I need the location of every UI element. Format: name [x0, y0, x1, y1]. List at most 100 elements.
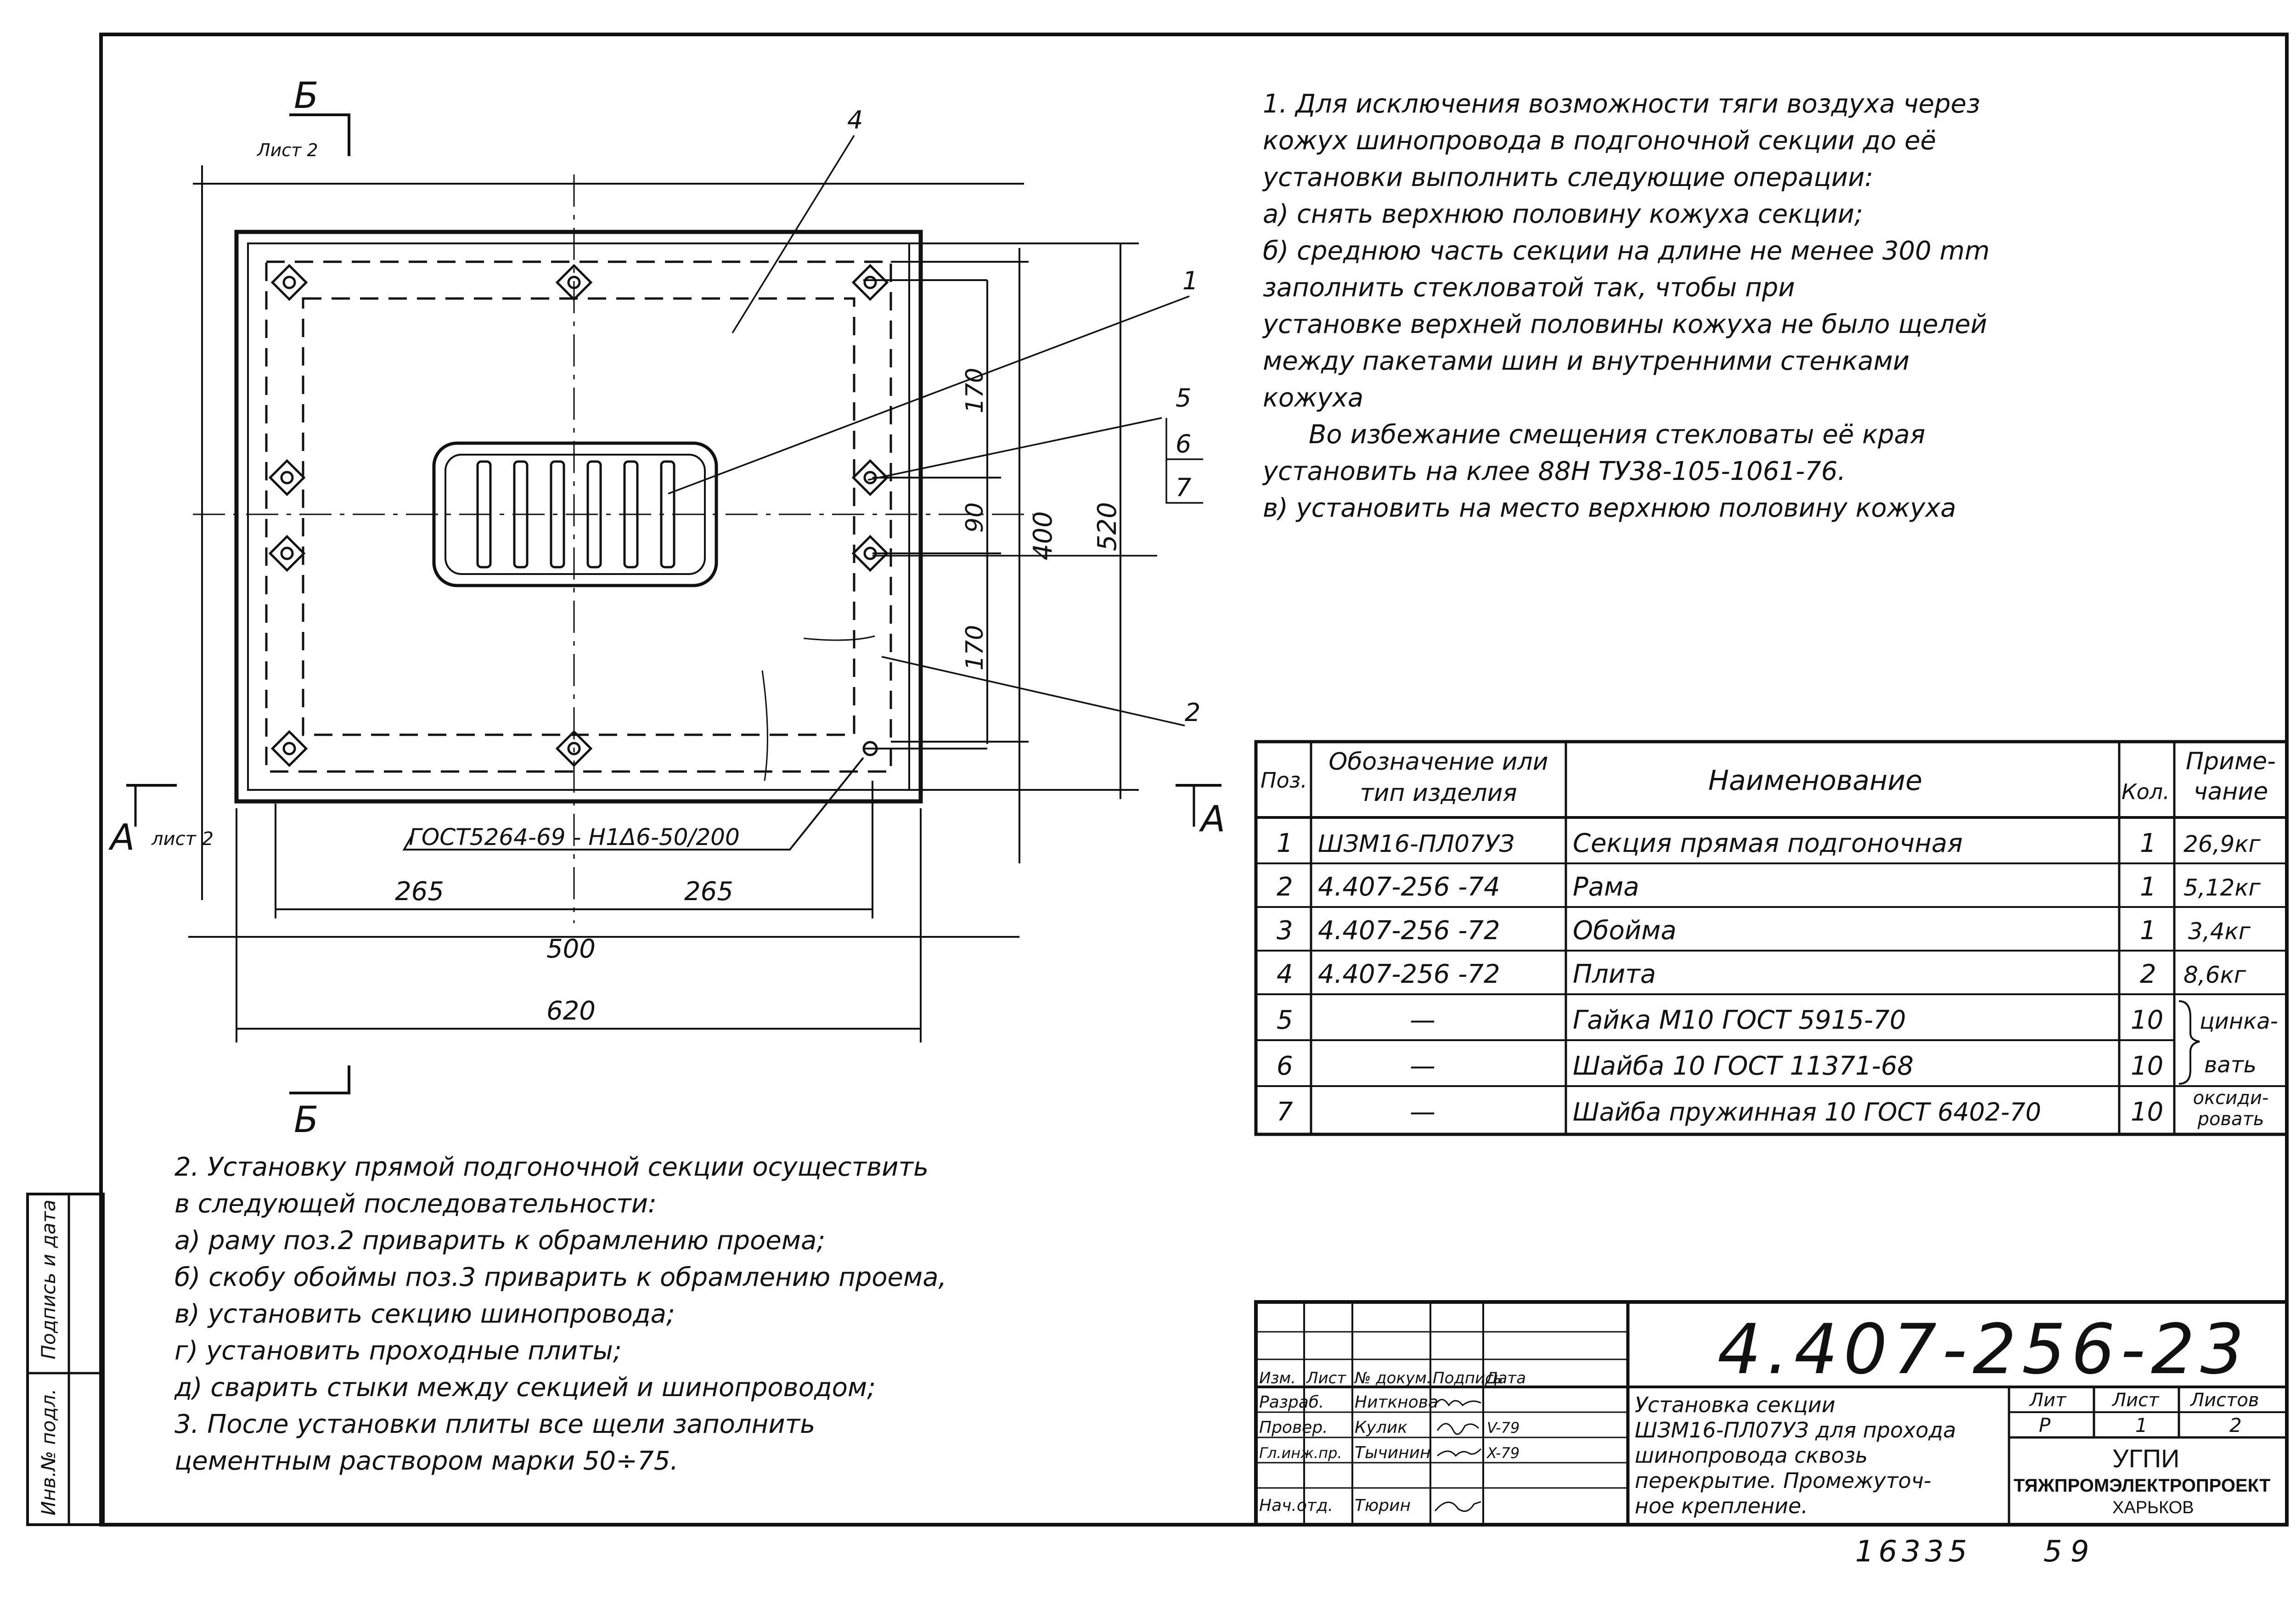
table-header-note: Приме- чание [2186, 748, 2276, 806]
note-top-line: в) установить на место верхнюю половину … [1263, 493, 1956, 523]
side-inv-number: Инв.№ подл. [37, 1389, 60, 1515]
tb-org-line: УГПИ [2112, 1444, 2179, 1473]
table-cell-name: Плита [1573, 959, 1656, 989]
table-cell-name: Рама [1573, 872, 1639, 902]
note-bottom-line: а) раму поз.2 приварить к обрамлению про… [174, 1226, 825, 1256]
table-cell-pos: 7 [1277, 1097, 1293, 1127]
tb-header-label: № докум. [1354, 1369, 1432, 1387]
table-cell-qty: 2 [2140, 959, 2156, 989]
tb-sheets-value: 2 [2229, 1414, 2242, 1437]
table-cell-name: Гайка М10 ГОСТ 5915-70 [1573, 1005, 1906, 1035]
note-top-line: установке верхней половины кожуха не был… [1262, 310, 1987, 339]
dim-620: 620 [546, 996, 596, 1026]
tb-header-label: Дата [1485, 1369, 1526, 1387]
note-bottom-line: д) сварить стыки между секцией и шинопро… [174, 1373, 876, 1403]
tb-person: Тычинин [1355, 1443, 1431, 1462]
note-top-line: между пакетами шин и внутренними стенкам… [1263, 346, 1909, 376]
table-cell-qty: 10 [2131, 1097, 2163, 1127]
section-mark-bottom: Б [289, 1065, 350, 1141]
leader-lines [668, 135, 1203, 727]
table-header-pos: Поз. [1261, 768, 1307, 793]
tb-date: X-79 [1486, 1444, 1519, 1462]
busway-casing-inner [445, 454, 706, 575]
table-cell-designation: 4.407-256 -72 [1318, 959, 1500, 989]
leader-label-2: 2 [1185, 698, 1200, 727]
table-cell-designation: — [1410, 1051, 1435, 1081]
note-bottom-line: в) установить секцию шинопровода; [174, 1299, 675, 1329]
table-cell-pos: 5 [1277, 1005, 1293, 1035]
plate-inner-line [247, 242, 910, 791]
horizontal-dimensions [188, 183, 1024, 1042]
tb-person: Тюрин [1355, 1496, 1411, 1515]
tb-description-line: ное крепление. [1635, 1493, 1808, 1518]
leader-label-6: 6 [1176, 429, 1191, 458]
leader-label-1: 1 [1182, 266, 1198, 295]
tb-description-line: перекрытие. Промежуточ- [1635, 1468, 1931, 1493]
tb-lit-label: Лит [2029, 1390, 2067, 1411]
table-cell-note: вать [2204, 1052, 2257, 1078]
tb-sheet-value: 1 [2135, 1414, 2148, 1437]
svg-text:Лист 2: Лист 2 [256, 140, 318, 160]
note-bottom-line: 2. Установку прямой подгоночной секции о… [174, 1152, 929, 1182]
bolt-fasteners [268, 264, 889, 767]
busway-casing [432, 441, 718, 587]
plate-outline [234, 230, 923, 804]
table-cell-pos: 6 [1277, 1051, 1293, 1081]
note-bottom-line: г) установить проходные плиты; [174, 1336, 622, 1366]
note-top-line: кожух шинопровода в подгоночной секции д… [1263, 126, 1936, 156]
table-cell-pos: 1 [1277, 828, 1293, 858]
note-top-line: установки выполнить следующие операции: [1262, 163, 1873, 192]
table-cell-note: оксиди- ровать [2193, 1087, 2269, 1130]
weld-callout-text: ГОСТ5264-69 - Н1Δ6-50/200 [409, 824, 740, 851]
table-cell-pos: 4 [1277, 959, 1293, 989]
dim-265-right: 265 [684, 877, 733, 907]
title-block: 4.407-256-23 Изм. Лист № докум. Подпись … [1254, 1300, 2289, 1527]
notes-top: 1. Для исключения возможности тяги возду… [1262, 89, 1990, 523]
weld-callout-line [402, 757, 864, 851]
stamp-number-left: 16335 [1855, 1535, 1972, 1569]
dim-500: 500 [546, 934, 596, 964]
table-cell-designation: — [1410, 1097, 1435, 1127]
tb-description-line: Установка секции [1635, 1392, 1835, 1417]
table-cell-note: 3,4кг [2188, 918, 2251, 945]
table-header-qty: Кол. [2122, 779, 2170, 804]
tb-description-line: ШЗМ16-ПЛ07УЗ для прохода [1635, 1418, 1956, 1442]
note-bottom-line: цементным раствором марки 50÷75. [174, 1446, 678, 1476]
dim-90: 90 [961, 502, 989, 533]
tb-role: Разраб. [1259, 1393, 1324, 1412]
spec-table: Поз. Обозначение или тип изделия Наимено… [1254, 740, 2289, 1136]
table-cell-qty: 1 [2140, 916, 2156, 946]
table-cell-designation: — [1410, 1005, 1435, 1035]
tb-person: Кулик [1355, 1418, 1407, 1437]
table-cell-note: 26,9кг [2183, 831, 2261, 857]
dim-265-left: 265 [395, 877, 444, 907]
table-cell-designation: 4.407-256 -72 [1318, 916, 1500, 946]
tb-role: Провер. [1259, 1418, 1328, 1437]
note-bottom-line: в следующей последовательности: [174, 1189, 657, 1219]
note-top-line: б) среднюю часть секции на длине не мене… [1263, 236, 1990, 266]
notes-bottom: 2. Установку прямой подгоночной секции о… [174, 1152, 946, 1476]
crack-line [803, 635, 875, 641]
table-cell-qty: 1 [2140, 828, 2156, 858]
table-cell-name: Шайба пружинная 10 ГОСТ 6402-70 [1573, 1098, 2041, 1127]
tb-sheets-label: Листов [2189, 1390, 2259, 1411]
table-cell-name: Секция прямая подгоночная [1573, 828, 1963, 858]
svg-text:А: А [1199, 799, 1225, 840]
section-mark-top: Б Лист 2 [256, 75, 350, 160]
table-cell-pos: 3 [1277, 916, 1293, 946]
dim-520: 520 [1092, 502, 1122, 551]
tb-org-line: ХАРЬКОВ [2112, 1498, 2194, 1517]
table-cell-designation: ШЗМ16-ПЛ07УЗ [1318, 830, 1514, 858]
doc-number: 4.407-256-23 [1717, 1310, 2250, 1390]
tb-role: Гл.инж.пр. [1259, 1444, 1342, 1462]
tb-lit-value: Р [2039, 1414, 2051, 1437]
bus-bars [476, 460, 675, 569]
note-top-line: кожуха [1263, 383, 1363, 413]
note-bottom-line: б) скобу обоймы поз.3 приварить к обрамл… [174, 1262, 946, 1292]
note-top-line: установить на клее 88Н ТУ38-105-1061-76. [1262, 456, 1846, 486]
leader-label-4: 4 [847, 106, 863, 135]
svg-text:А: А [108, 817, 135, 858]
tb-header-label: Лист [1306, 1369, 1346, 1387]
note-top-line: 1. Для исключения возможности тяги возду… [1263, 89, 1980, 119]
table-cell-qty: 10 [2131, 1005, 2163, 1035]
